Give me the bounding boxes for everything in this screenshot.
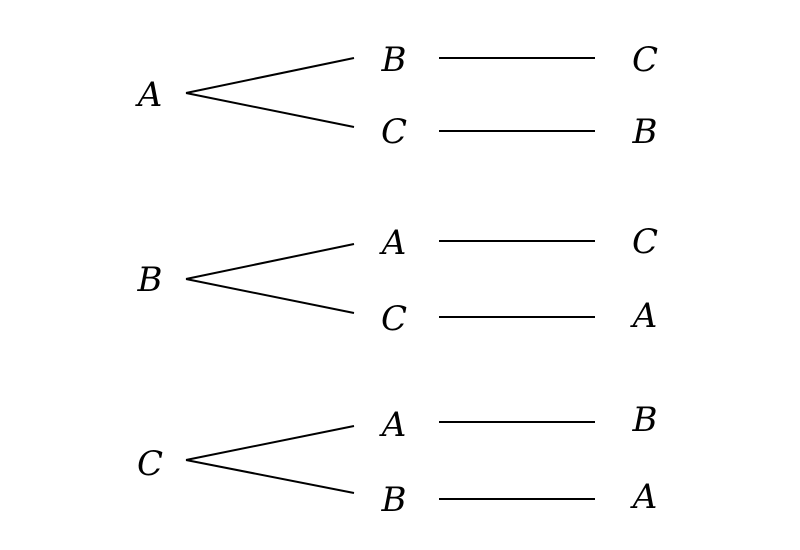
third-node-label: C xyxy=(632,222,658,262)
third-node-label: B xyxy=(632,400,658,440)
root-node-label: C xyxy=(137,444,163,484)
tree-group: B A C C A xyxy=(137,222,659,339)
root-node-label: A xyxy=(135,75,163,115)
third-node-label: A xyxy=(630,477,658,517)
second-node-label: C xyxy=(381,299,407,339)
third-node-label: B xyxy=(632,112,658,152)
second-node-label: B xyxy=(381,40,407,80)
second-node-label: C xyxy=(381,112,407,152)
root-node-label: B xyxy=(137,260,163,300)
second-node-label: A xyxy=(379,223,407,263)
lower-branch-line xyxy=(185,278,355,314)
lower-branch-line xyxy=(185,92,355,128)
third-node-label: C xyxy=(632,40,658,80)
third-node-label: A xyxy=(630,296,658,336)
upper-branch-line xyxy=(185,243,355,280)
second-node-label: A xyxy=(379,405,407,445)
lower-branch-line xyxy=(185,459,355,494)
tree-group: C A B B A xyxy=(137,400,658,520)
upper-branch-line xyxy=(185,425,355,461)
tree-group: A B C C B xyxy=(135,40,658,152)
upper-branch-line xyxy=(185,57,355,94)
second-node-label: B xyxy=(381,480,407,520)
